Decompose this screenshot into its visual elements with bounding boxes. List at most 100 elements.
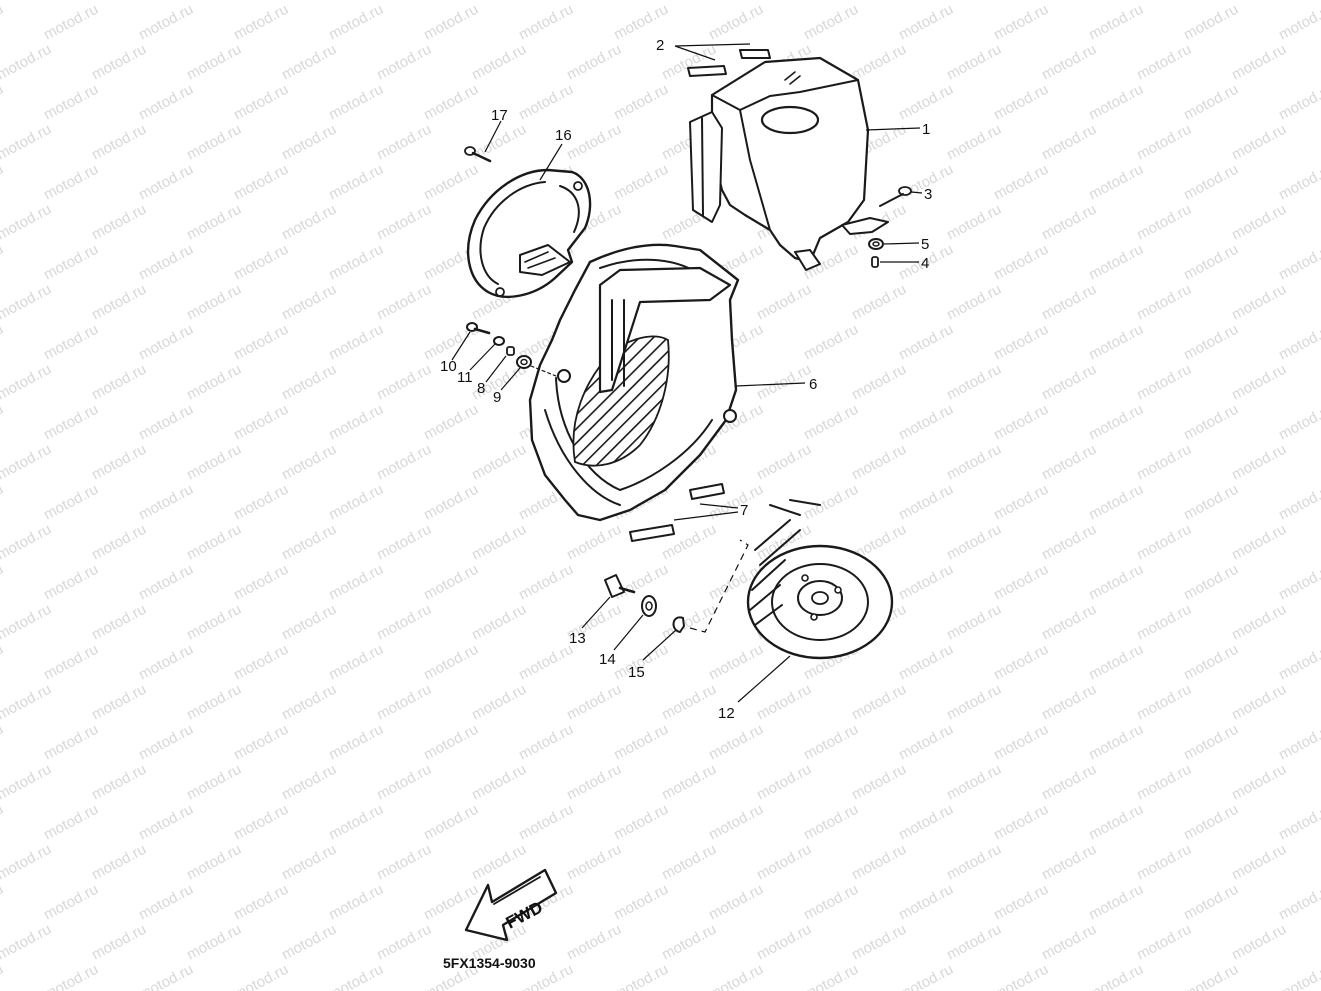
- watermark-text-289: motod.ru: [1276, 721, 1321, 764]
- watermark-text-6: motod.ru: [564, 0, 624, 4]
- watermark-text-304: motod.ru: [0, 801, 6, 844]
- watermark-text-260: motod.ru: [1276, 641, 1321, 684]
- watermark-text-291: motod.ru: [89, 761, 149, 804]
- watermark-text-216: motod.ru: [1229, 521, 1289, 564]
- watermark-text-182: motod.ru: [754, 441, 814, 484]
- bolt-10-part: [466, 322, 491, 335]
- watermark-text-229: motod.ru: [1086, 561, 1146, 604]
- watermark-text-355: motod.ru: [659, 921, 719, 964]
- watermark-text-209: motod.ru: [564, 521, 624, 564]
- watermark-text-217: motod.ru: [0, 561, 6, 604]
- leader-1: [865, 127, 921, 131]
- watermark-text-316: motod.ru: [1086, 801, 1146, 844]
- watermark-text-7: motod.ru: [659, 0, 719, 4]
- watermark-text-375: motod.ru: [1181, 961, 1241, 991]
- watermark-text-262: motod.ru: [89, 681, 149, 724]
- watermark-text-45: motod.ru: [136, 81, 196, 124]
- watermark-text-154: motod.ru: [849, 361, 909, 404]
- watermark-text-305: motod.ru: [41, 801, 101, 844]
- watermark-text-60: motod.ru: [184, 121, 244, 164]
- watermark-text-143: motod.ru: [1181, 321, 1241, 364]
- watermark-text-243: motod.ru: [1039, 601, 1099, 644]
- watermark-text-155: motod.ru: [944, 361, 1004, 404]
- leader-8: [485, 355, 507, 383]
- watermark-text-319: motod.ru: [0, 841, 54, 884]
- watermark-text-330: motod.ru: [1039, 841, 1099, 884]
- watermark-text-146: motod.ru: [89, 361, 149, 404]
- watermark-text-341: motod.ru: [706, 881, 766, 924]
- watermark-text-144: motod.ru: [1276, 321, 1321, 364]
- watermark-text-295: motod.ru: [469, 761, 529, 804]
- watermark-text-126: motod.ru: [944, 281, 1004, 324]
- watermark-text-357: motod.ru: [849, 921, 909, 964]
- leader-3: [910, 191, 923, 194]
- bolt-13-part: [604, 574, 636, 598]
- watermark-text-306: motod.ru: [136, 801, 196, 844]
- watermark-text-41: motod.ru: [1134, 41, 1194, 84]
- watermark-text-283: motod.ru: [706, 721, 766, 764]
- watermark-text-89: motod.ru: [184, 201, 244, 244]
- watermark-text-252: motod.ru: [516, 641, 576, 684]
- watermark-text-70: motod.ru: [1134, 121, 1194, 164]
- watermark-text-356: motod.ru: [754, 921, 814, 964]
- callout-13: 13: [569, 630, 586, 647]
- watermark-text-22: motod.ru: [706, 1, 766, 44]
- watermark-text-277: motod.ru: [136, 721, 196, 764]
- watermark-text-91: motod.ru: [374, 201, 434, 244]
- watermark-text-132: motod.ru: [136, 321, 196, 364]
- watermark-text-337: motod.ru: [326, 881, 386, 924]
- watermark-text-363: motod.ru: [41, 961, 101, 991]
- watermark-text-133: motod.ru: [231, 321, 291, 364]
- watermark-text-17: motod.ru: [231, 1, 291, 44]
- watermark-text-141: motod.ru: [991, 321, 1051, 364]
- watermark-text-230: motod.ru: [1181, 561, 1241, 604]
- callout-11: 11: [457, 369, 473, 386]
- watermark-text-324: motod.ru: [469, 841, 529, 884]
- watermark-text-376: motod.ru: [1276, 961, 1321, 991]
- watermark-text-218: motod.ru: [41, 561, 101, 604]
- watermark-text-183: motod.ru: [849, 441, 909, 484]
- watermark-text-276: motod.ru: [41, 721, 101, 764]
- watermark-text-12: motod.ru: [1134, 0, 1194, 4]
- watermark-text-361: motod.ru: [1229, 921, 1289, 964]
- watermark-text-250: motod.ru: [326, 641, 386, 684]
- watermark-text-280: motod.ru: [421, 721, 481, 764]
- watermark-text-73: motod.ru: [41, 161, 101, 204]
- watermark-text-87: motod.ru: [0, 201, 54, 244]
- watermark-text-32: motod.ru: [279, 41, 339, 84]
- watermark-text-61: motod.ru: [279, 121, 339, 164]
- watermark-text-346: motod.ru: [1181, 881, 1241, 924]
- watermark-text-372: motod.ru: [896, 961, 956, 991]
- watermark-text-43: motod.ru: [0, 81, 6, 124]
- watermark-text-314: motod.ru: [896, 801, 956, 844]
- watermark-text-48: motod.ru: [421, 81, 481, 124]
- watermark-text-13: motod.ru: [1229, 0, 1289, 4]
- watermark-text-186: motod.ru: [1134, 441, 1194, 484]
- washer-15-part: [672, 616, 685, 633]
- watermark-text-100: motod.ru: [1229, 201, 1289, 244]
- watermark-text-374: motod.ru: [1086, 961, 1146, 991]
- collar-8-part: [506, 346, 515, 356]
- watermark-text-118: motod.ru: [184, 281, 244, 324]
- watermark-text-364: motod.ru: [136, 961, 196, 991]
- watermark-text-157: motod.ru: [1134, 361, 1194, 404]
- watermark-text-354: motod.ru: [564, 921, 624, 964]
- callout-4: 4: [921, 255, 929, 272]
- watermark-text-198: motod.ru: [896, 481, 956, 524]
- fan-shroud-6-part: [528, 243, 740, 522]
- watermark-text-176: motod.ru: [184, 441, 244, 484]
- watermark-text-158: motod.ru: [1229, 361, 1289, 404]
- watermark-text-192: motod.ru: [326, 481, 386, 524]
- watermark-text-163: motod.ru: [326, 401, 386, 444]
- watermark-text-268: motod.ru: [659, 681, 719, 724]
- watermark-text-318: motod.ru: [1276, 801, 1321, 844]
- watermark-text-16: motod.ru: [136, 1, 196, 44]
- watermark-text-23: motod.ru: [801, 1, 861, 44]
- watermark-text-38: motod.ru: [849, 41, 909, 84]
- watermark-text-97: motod.ru: [944, 201, 1004, 244]
- watermark-text-115: motod.ru: [1276, 241, 1321, 284]
- watermark-text-254: motod.ru: [706, 641, 766, 684]
- watermark-text-188: motod.ru: [0, 481, 6, 524]
- watermark-text-369: motod.ru: [611, 961, 671, 991]
- watermark-text-76: motod.ru: [326, 161, 386, 204]
